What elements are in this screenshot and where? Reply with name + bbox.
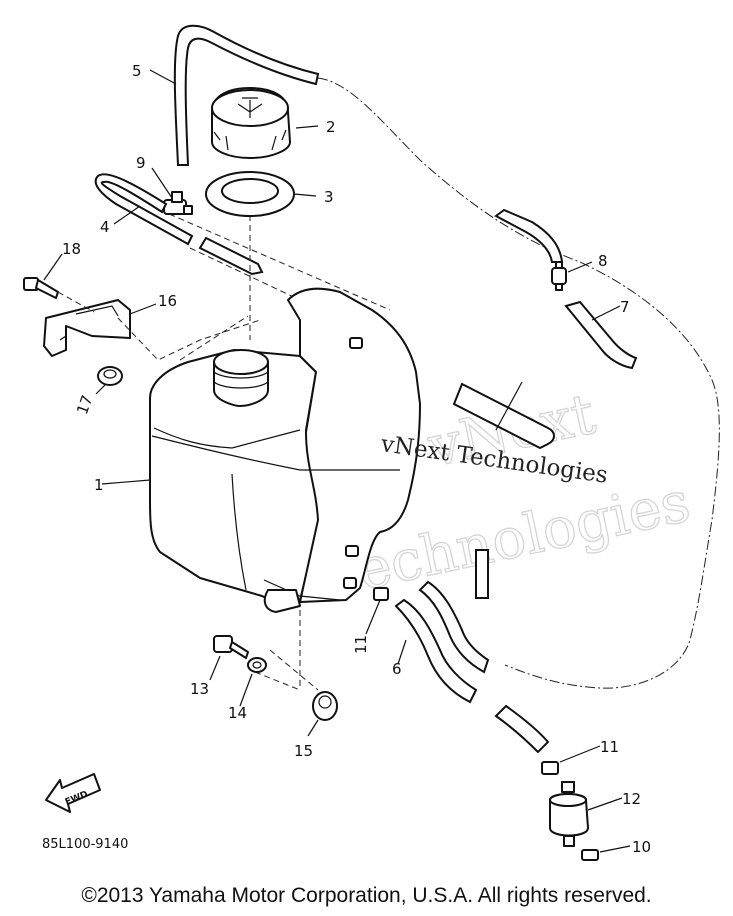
- callout-3: 3: [324, 188, 334, 206]
- hose-upper-8: [494, 208, 564, 263]
- part-11-clamp-upper: [373, 587, 389, 601]
- hose-segment-center: [198, 236, 264, 276]
- part-7-hose: [564, 300, 638, 370]
- part-18-bolt: [23, 277, 59, 299]
- fwd-arrow-icon: FWD: [45, 773, 101, 813]
- callout-2: 2: [326, 118, 336, 136]
- reference-outline: [317, 77, 720, 689]
- part-6-hose-b: [418, 580, 490, 674]
- part-13-bolt: [213, 635, 249, 659]
- callout-11-upper: 11: [352, 635, 370, 654]
- callout-10: 10: [632, 838, 651, 856]
- part-9-fitting: [163, 191, 193, 215]
- diagram-code: 85L100-9140: [42, 837, 128, 852]
- callout-4: 4: [100, 218, 110, 236]
- part-12-filter: [549, 781, 589, 847]
- hose-lower: [494, 704, 550, 754]
- part-5-hose: [173, 24, 320, 166]
- callout-18: 18: [62, 240, 81, 258]
- callout-14: 14: [228, 704, 247, 722]
- leader-lines: [43, 69, 631, 853]
- copyright-notice: ©2013 Yamaha Motor Corporation, U.S.A. A…: [81, 884, 652, 907]
- callout-16: 16: [158, 292, 177, 310]
- callout-9: 9: [136, 154, 146, 172]
- part-14-washer: [247, 657, 267, 673]
- callout-17: 17: [73, 393, 96, 417]
- part-11-clamp-lower: [541, 761, 559, 775]
- part-15-grommet: [312, 691, 338, 721]
- part-6-hose: [394, 598, 478, 704]
- callout-7: 7: [620, 298, 630, 316]
- hose-vertical: [475, 549, 489, 599]
- part-2-cap: [211, 87, 291, 159]
- callout-1: 1: [94, 476, 104, 494]
- callout-5: 5: [132, 62, 142, 80]
- callout-15: 15: [294, 742, 313, 760]
- part-16-bracket: [43, 299, 131, 357]
- part-1-tank: [149, 287, 421, 613]
- callout-8: 8: [598, 252, 608, 270]
- callout-12: 12: [622, 790, 641, 808]
- callout-11-lower: 11: [600, 738, 619, 756]
- part-17-nut: [97, 366, 123, 386]
- callout-6: 6: [392, 660, 402, 678]
- part-4-hose: [94, 173, 194, 246]
- leader: [495, 381, 523, 431]
- part-3-gasket: [205, 171, 295, 217]
- part-8-fitting: [551, 261, 567, 291]
- part-10-clamp: [581, 849, 599, 861]
- callout-13: 13: [190, 680, 209, 698]
